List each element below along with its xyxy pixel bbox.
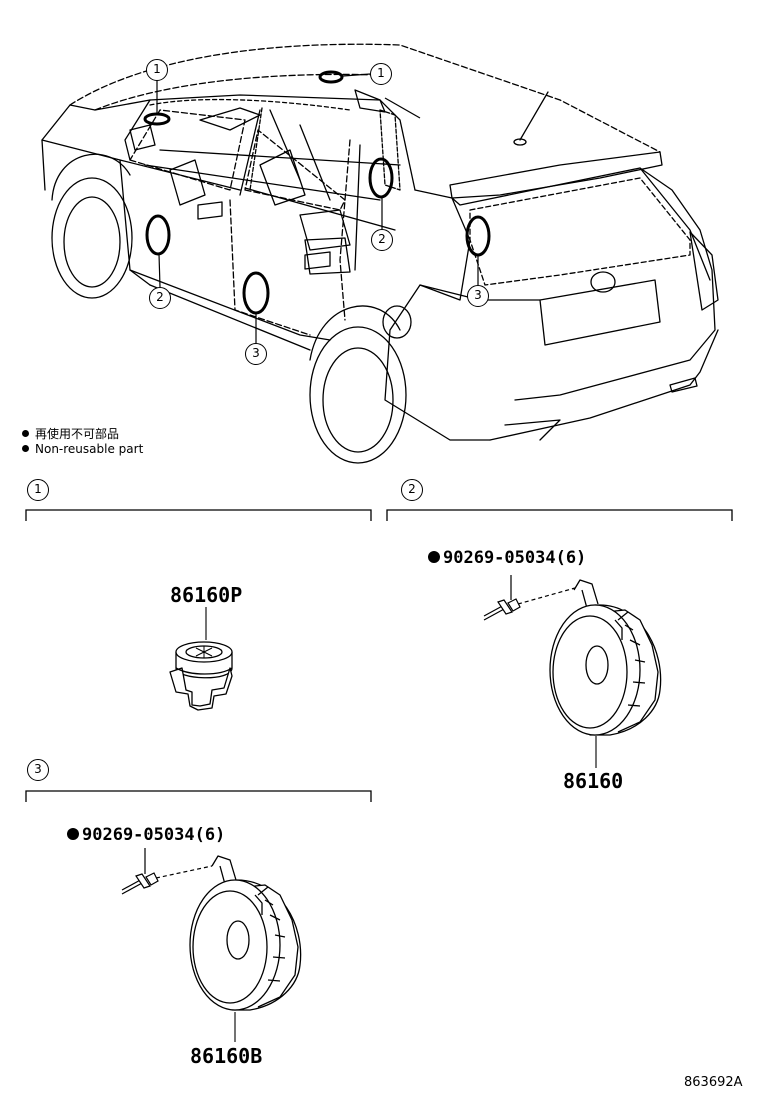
vehicle-outline (41, 43, 719, 464)
section-1-index: 1 (27, 479, 49, 501)
legend-en-text: Non-reusable part (35, 442, 144, 456)
part-number-tweeter: 86160P (170, 583, 243, 607)
callout-3-right: 3 (467, 285, 489, 307)
section-3-bracket (25, 790, 372, 802)
screw-front-text: 90269-05034(6) (443, 548, 587, 568)
figure-code: 863692A (684, 1075, 743, 1090)
callout-2-left: 2 (149, 287, 171, 309)
callout-1-right: 1 (370, 63, 392, 85)
part-number-front-door-speaker: 86160 (563, 769, 624, 793)
section-3-index: 3 (27, 759, 49, 781)
callout-1-left: 1 (146, 59, 168, 81)
front-door-speaker-mark-right (368, 157, 394, 199)
section-brackets (25, 509, 733, 802)
front-door-speaker-drawing (549, 579, 662, 736)
callout-leaders (156, 73, 479, 343)
screw-rear-text: 90269-05034(6) (82, 825, 226, 845)
section-2-index: 2 (401, 479, 423, 501)
legend-non-reusable-en: Non-reusable part (22, 442, 143, 456)
section-1-bracket (25, 509, 372, 521)
rear-door-speaker-drawing (189, 855, 302, 1011)
part-number-screw-rear: 90269-05034(6) (67, 825, 225, 845)
bullet-icon (22, 430, 29, 437)
legend-jp-text: 再使用不可部品 (35, 427, 120, 441)
front-screw-drawing (483, 575, 576, 621)
non-reusable-bullet-icon (428, 551, 440, 563)
part-number-rear-door-speaker: 86160B (190, 1044, 263, 1068)
front-tweeter-mark-right (318, 70, 344, 84)
part-number-screw-front: 90269-05034(6) (428, 548, 586, 568)
non-reusable-bullet-icon (67, 828, 79, 840)
bullet-icon (22, 445, 29, 452)
legend-non-reusable-jp: 再使用不可部品 (22, 425, 119, 442)
front-door-speaker-mark-left (145, 214, 171, 256)
rear-door-speaker-mark-right (465, 215, 491, 257)
rear-screw-drawing (121, 848, 213, 895)
callout-2-right: 2 (371, 229, 393, 251)
section-2-bracket (386, 509, 733, 521)
rear-door-speaker-mark-left (242, 271, 270, 315)
part-leaders (205, 607, 597, 1042)
speaker-location-marks (143, 70, 491, 315)
callout-3-left: 3 (245, 343, 267, 365)
tweeter-drawing (169, 641, 233, 711)
front-tweeter-mark-left (143, 112, 171, 126)
